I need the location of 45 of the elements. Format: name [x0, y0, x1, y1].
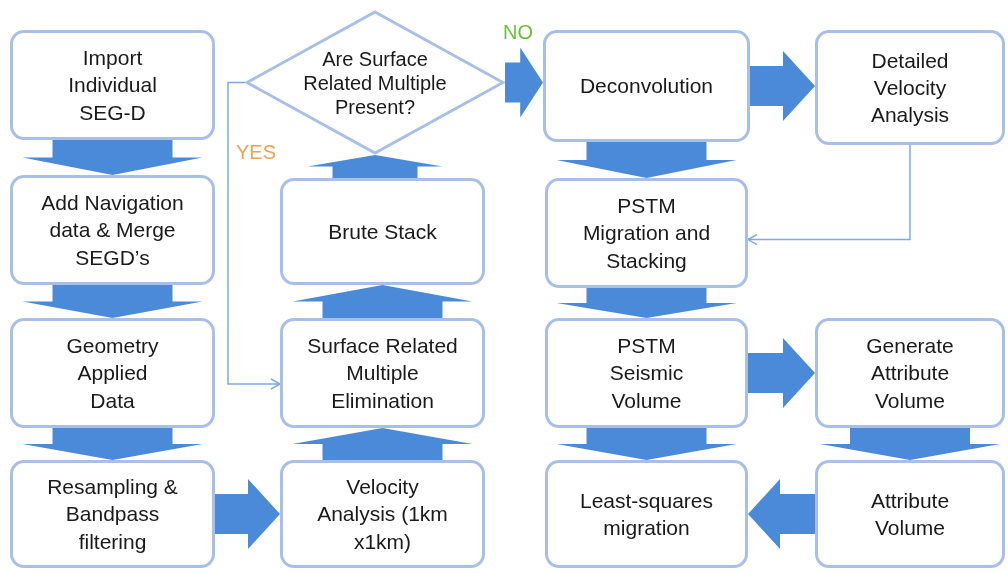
process-text: Geometry Applied Data [65, 333, 160, 414]
process-text: Import Individual SEG-D [67, 45, 158, 126]
block-arrow [215, 479, 280, 549]
process-text: Brute Stack [328, 218, 437, 245]
connector-arrow [747, 144, 911, 246]
process-box [545, 460, 748, 568]
process-text: Surface Related Multiple Elimination [306, 333, 459, 414]
process-box [815, 30, 1005, 145]
process-text: Detailed Velocity Analysis [869, 47, 951, 129]
process-box [280, 318, 485, 428]
process-box [545, 178, 748, 288]
edge-label: YES [236, 142, 277, 162]
process-text: Velocity Analysis (1km x1km) [316, 474, 449, 555]
process-box [815, 460, 1005, 568]
block-arrow [556, 142, 737, 178]
process-text: Deconvolution [579, 73, 714, 100]
block-arrow [22, 428, 203, 460]
process-text: Resampling & Bandpass filtering [46, 474, 179, 555]
block-arrow [307, 155, 443, 178]
process-box [10, 318, 215, 428]
block-arrow [820, 428, 1000, 460]
decision-text: Are Surface Related Multiple Present? [302, 46, 448, 119]
block-arrow [748, 479, 815, 549]
edge-label: NO [503, 22, 533, 42]
block-arrow [292, 285, 473, 318]
process-box [543, 30, 750, 142]
process-box [280, 460, 485, 568]
process-box [10, 175, 215, 285]
process-box [10, 460, 215, 568]
process-text: Add Navigation data & Merge SEGD’s [40, 190, 185, 271]
process-box [280, 178, 485, 285]
block-arrow [556, 428, 737, 460]
process-box [815, 318, 1005, 428]
process-box [10, 30, 215, 140]
process-text: Generate Attribute Volume [865, 333, 955, 414]
connector-arrow [227, 81, 281, 390]
block-arrow [292, 428, 473, 460]
process-text: PSTM Seismic Volume [608, 333, 685, 414]
process-text: Attribute Volume [869, 487, 951, 541]
block-arrow [748, 338, 815, 408]
process-text: PSTM Migration and Stacking [581, 193, 712, 274]
block-arrow [750, 51, 815, 121]
process-text: Least-squares migration [578, 487, 715, 541]
process-box [545, 318, 748, 428]
block-arrow [505, 47, 543, 118]
